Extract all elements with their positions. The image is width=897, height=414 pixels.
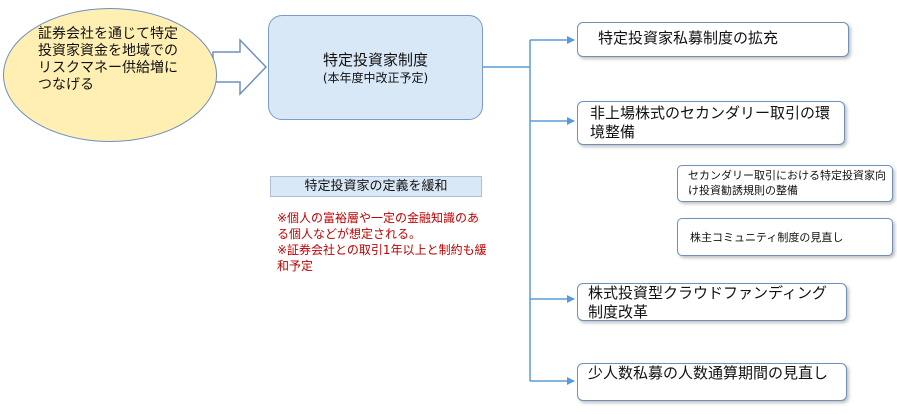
hub-subtitle: (本年度中改正予定) <box>322 70 429 85</box>
hub-title: 特定投資家制度 <box>322 50 428 69</box>
branch-box-1: 特定投資家私募制度の拡充 <box>577 22 849 57</box>
branch-box-4: 少人数私募の人数通算期間の見直し <box>577 363 847 401</box>
note-2: ※証券会社との取引1年以上と制約も緩和予定 <box>277 243 487 273</box>
goal-ellipse <box>3 8 217 142</box>
sub-box-1: セカンダリー取引における特定投資家向け投資勧誘規則の整備 <box>677 165 893 202</box>
notes: ※個人の富裕層や一定の金融知識のある個人などが想定される。 ※証券会社との取引1… <box>277 210 487 274</box>
block-arrow <box>212 38 268 96</box>
sub-box-2: 株主コミュニティ制度の見直し <box>677 218 893 256</box>
definition-relax-label: 特定投資家の定義を緩和 <box>270 176 482 197</box>
note-1: ※個人の富裕層や一定の金融知識のある個人などが想定される。 <box>277 211 480 241</box>
branch-box-3: 株式投資型クラウドファンディング制度改革 <box>577 283 847 321</box>
branch-box-2: 非上場株式のセカンダリー取引の環境整備 <box>577 101 845 145</box>
goal-text: 証券会社を通じて特定投資家資金を地域でのリスクマネー供給増につなげる <box>38 26 178 93</box>
hub-box: 特定投資家制度 (本年度中改正予定) <box>268 15 483 120</box>
